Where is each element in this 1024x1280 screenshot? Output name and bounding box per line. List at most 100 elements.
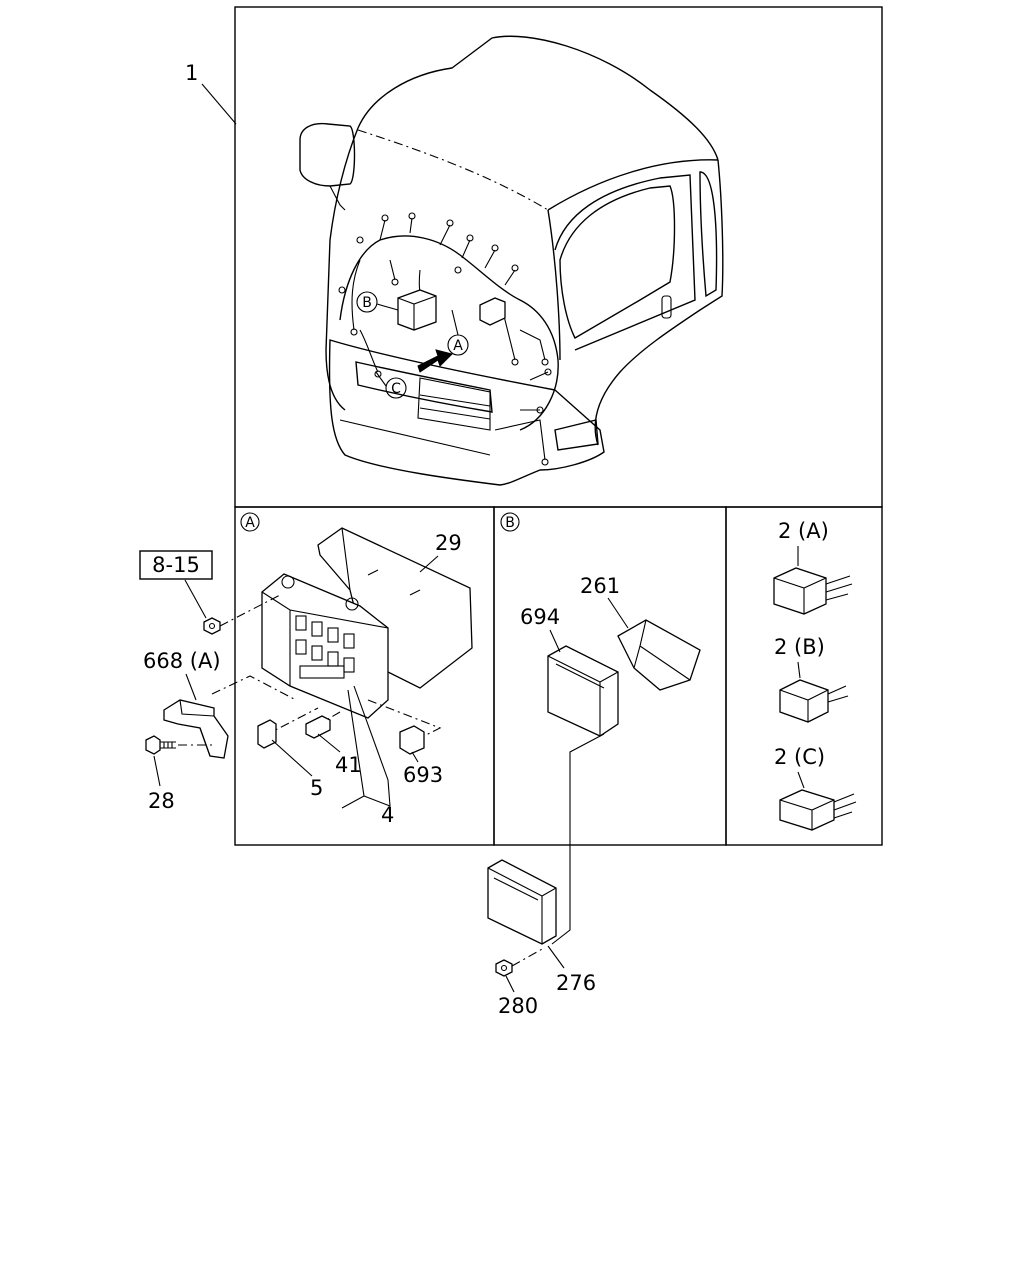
harness-ecu — [479, 297, 506, 326]
marker-b-circle — [356, 291, 378, 313]
callout-280: 280 — [498, 994, 538, 1018]
callout-261: 261 — [580, 574, 620, 598]
ecu-link-line — [551, 733, 605, 945]
grille-body — [417, 377, 491, 431]
leader-668a — [185, 673, 197, 701]
callout-28: 28 — [148, 789, 175, 813]
relay-2c — [779, 789, 835, 831]
fuse-box-body — [261, 573, 389, 719]
fuse-slots — [295, 615, 355, 679]
panel-b: B 261 694 — [500, 512, 701, 945]
ecu-bracket-261 — [617, 619, 701, 691]
panel-b-marker: B — [505, 515, 515, 531]
panel-a: A 29 5 41 693 — [211, 512, 473, 827]
bumper-line — [339, 419, 491, 456]
harness-main — [339, 235, 559, 431]
fuse-box-mount-hole-2 — [345, 597, 359, 611]
ecu-276 — [487, 859, 557, 945]
callout-1-group: 1 — [185, 61, 237, 125]
front-fascia — [328, 339, 605, 486]
nut-280-dash — [511, 947, 545, 967]
leader-280 — [505, 975, 515, 993]
callout-668a: 668 (A) — [143, 649, 221, 673]
harness-fuse-box — [397, 289, 437, 331]
a-pillar — [547, 209, 561, 361]
grille-top — [355, 361, 493, 413]
ecu-bracket-edges — [633, 619, 691, 681]
cab-side-lower — [594, 159, 724, 446]
bracket-dash — [211, 675, 297, 701]
cab-section-markers: B A C — [356, 291, 469, 399]
callout-2c: 2 (C) — [774, 745, 825, 769]
panel-a-marker-circle — [240, 512, 260, 532]
leader-41 — [317, 733, 341, 753]
leader-693 — [411, 751, 419, 763]
leader-29 — [419, 555, 439, 573]
headlamp — [554, 419, 599, 451]
fuse-41-part — [305, 715, 331, 739]
roof-rear-edge — [547, 159, 719, 211]
roof-edge — [357, 129, 549, 211]
relay-panel-frame — [725, 506, 883, 846]
mirror-arm — [329, 185, 346, 211]
reference-leader — [184, 579, 207, 619]
fuse-box-edges — [397, 295, 437, 330]
marker-c-circle — [385, 377, 407, 399]
side-mirror — [299, 122, 356, 187]
relay-693-dash — [367, 699, 442, 737]
leader-28 — [153, 755, 161, 787]
ecu-694-edges — [547, 655, 619, 736]
relay-panel: 2 (A) 2 (B) 2 (C) — [773, 519, 857, 831]
leader-4 — [341, 685, 391, 809]
bolt-head — [145, 735, 161, 755]
frames — [234, 6, 883, 846]
callout-694: 694 — [520, 605, 560, 629]
ecu-276-group: 276 280 — [487, 859, 596, 1018]
marker-a-leader — [451, 309, 459, 336]
location-arrow-icon — [417, 349, 453, 373]
cab-front-left — [325, 127, 359, 411]
relay-2b-pins — [827, 685, 849, 703]
fuse-box-mount-hole — [281, 575, 295, 589]
callout-5: 5 — [310, 776, 323, 800]
relay-693-part — [399, 725, 425, 755]
nut-280-hole — [500, 964, 508, 972]
fuse-5-part — [257, 719, 277, 749]
door-handle — [661, 295, 672, 319]
grille-slats — [419, 394, 491, 420]
marker-a-cab: A — [453, 338, 463, 354]
marker-c-leader — [375, 371, 387, 387]
leader-694 — [549, 629, 561, 653]
nut-280 — [495, 959, 513, 977]
callout-29: 29 — [435, 531, 462, 555]
reference-box: 8-15 — [152, 553, 200, 577]
callout-1: 1 — [185, 61, 198, 85]
nut-part — [203, 617, 221, 635]
leader-261 — [607, 597, 629, 629]
bolt-shank — [160, 741, 176, 749]
fuse-box-cover — [317, 527, 473, 689]
door-outline — [554, 174, 696, 351]
nut-hole — [208, 622, 216, 630]
truck-cab-drawing — [299, 35, 724, 486]
cover-ridges — [341, 527, 421, 596]
cab-roof — [357, 35, 719, 161]
nut-dash — [219, 593, 283, 627]
relay-2a-pins — [825, 575, 853, 601]
ecu-694 — [547, 645, 619, 737]
side-window — [559, 185, 676, 339]
callout-4: 4 — [381, 803, 394, 827]
ecu-276-edges — [487, 867, 557, 944]
bracket-part — [163, 699, 229, 759]
bracket-edges — [179, 699, 215, 757]
callout-2a: 2 (A) — [778, 519, 829, 543]
harness-c-branch — [359, 329, 379, 373]
fuse-box-edges-a — [261, 591, 389, 686]
callout-2b: 2 (B) — [774, 635, 825, 659]
harness-branches — [379, 217, 516, 286]
relay-2c-edges — [779, 799, 835, 830]
leader-276 — [547, 945, 565, 969]
leader-5 — [271, 739, 313, 777]
panel-b-marker-circle — [500, 512, 520, 532]
